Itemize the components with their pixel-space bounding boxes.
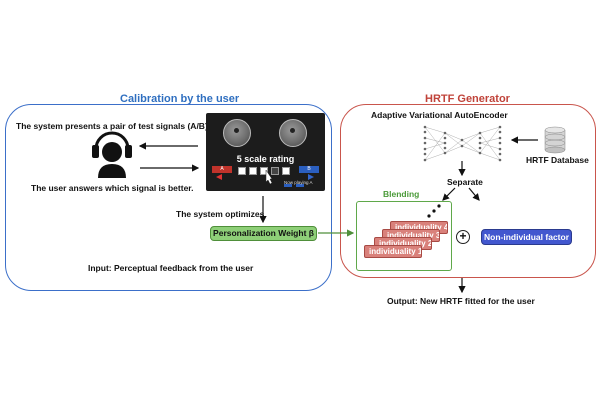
hrtf-database-label: HRTF Database [526, 155, 589, 165]
speaker-a-graphic [223, 119, 251, 147]
rating-option-2[interactable] [249, 167, 257, 175]
cursor-icon [265, 169, 273, 185]
blending-label: Blending [383, 189, 420, 199]
calibration-panel [5, 104, 332, 291]
generator-panel [340, 104, 596, 278]
personalization-weight-box: Personalization Weight β [210, 226, 317, 241]
separate-label: Separate [447, 177, 483, 187]
autoencoder-label: Adaptive Variational AutoEncoder [371, 110, 508, 120]
blending-box [356, 201, 452, 271]
rating-option-4[interactable] [271, 167, 279, 175]
non-individual-factor-box: Non-individual factor [481, 229, 572, 245]
output-text: Output: New HRTF fitted for the user [387, 296, 535, 306]
now-playing-label: Now playing A [284, 180, 313, 185]
generator-title: HRTF Generator [425, 93, 510, 105]
optimize-text: The system optimizes [176, 209, 265, 219]
present-signals-text: The system presents a pair of test signa… [16, 121, 208, 131]
plus-icon: + [456, 230, 470, 244]
rating-option-3[interactable] [260, 167, 268, 175]
input-text: Input: Perceptual feedback from the user [88, 263, 254, 273]
user-answer-text: The user answers which signal is better. [31, 183, 194, 193]
rating-ui-screenshot: 5 scale rating A B Now playing A [206, 113, 325, 191]
rating-option-1[interactable] [238, 167, 246, 175]
button-b[interactable]: B [299, 166, 319, 173]
rating-label: 5 scale rating [236, 154, 295, 164]
speaker-b-graphic [279, 119, 307, 147]
rating-option-5[interactable] [282, 167, 290, 175]
individuality-card-1: individuality 1 [364, 245, 422, 258]
button-a[interactable]: A [212, 166, 232, 173]
rating-scale-arrow [216, 169, 314, 187]
calibration-title: Calibration by the user [120, 93, 240, 105]
